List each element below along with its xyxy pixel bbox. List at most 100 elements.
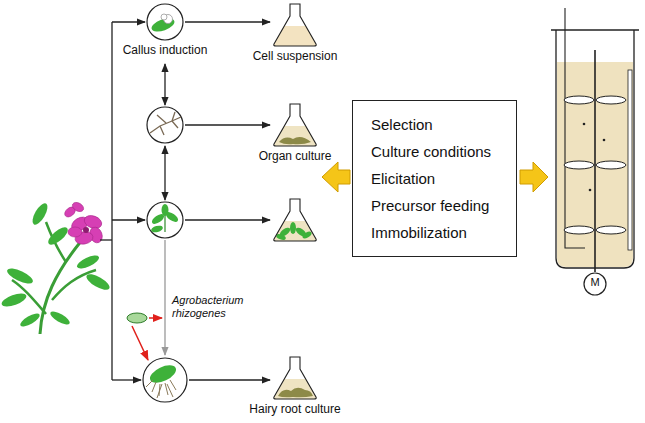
block-arrow [520, 162, 548, 192]
shoot-explant [150, 225, 163, 234]
strategy-item: Selection [371, 111, 498, 138]
explant-circles [143, 358, 187, 402]
root-explant [150, 112, 181, 135]
callus-leaf [150, 14, 176, 34]
organ-culture-flask [274, 126, 317, 146]
shoot-explant [164, 214, 165, 232]
cell-suspension-flask [274, 4, 317, 46]
bioreactor [564, 96, 594, 104]
plant [48, 309, 71, 327]
branch-arrows [164, 64, 165, 105]
shape-area [147, 4, 183, 40]
plant [0, 201, 112, 334]
shoot-culture-flask [274, 221, 317, 241]
branch-arrows [185, 124, 270, 125]
hairy-root-leaf [146, 362, 179, 398]
bioreactor [584, 273, 606, 295]
hairy-root-flask [274, 357, 317, 399]
branch-arrows [189, 379, 270, 380]
agrobacterium [149, 317, 162, 319]
plant [18, 311, 41, 329]
bioreactor [628, 70, 632, 250]
plant [83, 227, 89, 233]
bioreactor [594, 50, 596, 272]
culture-label: Hairy root culture [235, 402, 355, 416]
flower [68, 227, 82, 237]
flower [71, 201, 85, 214]
bioreactor [589, 189, 592, 192]
bioreactor [565, 8, 585, 248]
plant [0, 291, 28, 309]
shoot-culture-flask [274, 199, 317, 241]
organ-culture-flask [274, 104, 317, 146]
hairy-root-flask [274, 379, 317, 399]
transformation-arrow [164, 240, 165, 355]
hairy-root-flask [278, 388, 313, 398]
block-arrow [322, 162, 350, 192]
bioreactor [583, 123, 606, 192]
shoot-culture-flask [274, 199, 317, 241]
shoot-explant [150, 204, 179, 233]
shape-area [273, 104, 317, 146]
branch-arrows [112, 379, 141, 380]
branch-arrows [100, 22, 270, 380]
bioreactor [564, 226, 594, 234]
organ-culture-flask [274, 104, 317, 146]
culture-label: Organ culture [250, 149, 340, 163]
shape-area [273, 4, 317, 46]
bioreactor [564, 161, 594, 169]
agrobacterium [127, 313, 162, 360]
organism-label: Agrobacterium rhizogenes [172, 294, 252, 320]
bioreactor [596, 96, 626, 104]
shape-area [273, 357, 317, 399]
strategy-item: Culture conditions [371, 138, 498, 165]
strategy-box: SelectionCulture conditionsElicitationPr… [352, 100, 517, 257]
plant [5, 266, 35, 287]
agrobacterium [127, 313, 147, 323]
bioreactor [596, 161, 626, 169]
bioreactor [551, 29, 639, 31]
shoot-explant [162, 204, 169, 216]
explant-circles [143, 4, 187, 402]
flask: Hairy root culture [235, 357, 355, 416]
shoot-culture-flask [290, 222, 296, 234]
connector-arrow [185, 21, 270, 22]
strategy-item: Precursor feeding [371, 192, 498, 219]
branch-arrows [112, 219, 145, 220]
callus-leaf [161, 14, 167, 20]
branch-arrows [164, 146, 165, 200]
bioreactor [583, 123, 586, 126]
branch-arrows [185, 219, 270, 220]
flask: Cell suspension [250, 4, 341, 63]
hairy-root-flask [274, 357, 317, 399]
branch-arrows [112, 21, 145, 22]
organ-culture-flask [279, 137, 311, 144]
explant-circles [147, 202, 183, 238]
shoot-culture-flask [301, 230, 312, 239]
bioreactor [596, 226, 626, 234]
bioreactor [551, 8, 639, 295]
shoot-culture-flask [275, 222, 312, 241]
explant-circles [147, 107, 183, 143]
branch-arrows [100, 239, 112, 240]
strategy-item: Elicitation [371, 165, 498, 192]
culture-label: Callus induction [115, 43, 215, 57]
flower [63, 201, 105, 246]
agrobacterium [132, 326, 148, 360]
callus-circle: Callus induction [115, 4, 215, 57]
culture-label: Cell suspension [250, 49, 341, 63]
explant-circles [147, 4, 183, 40]
strategy-item: Immobilization [371, 219, 498, 246]
hairy-root-leaf [146, 380, 176, 398]
plant [46, 224, 71, 247]
cell-suspension-flask [274, 4, 317, 46]
bioreactor [603, 139, 606, 142]
plant [30, 201, 51, 227]
flask: Organ culture [250, 104, 340, 163]
plant [75, 253, 101, 271]
cell-suspension-flask [274, 26, 317, 46]
branch-arrows [111, 22, 112, 380]
